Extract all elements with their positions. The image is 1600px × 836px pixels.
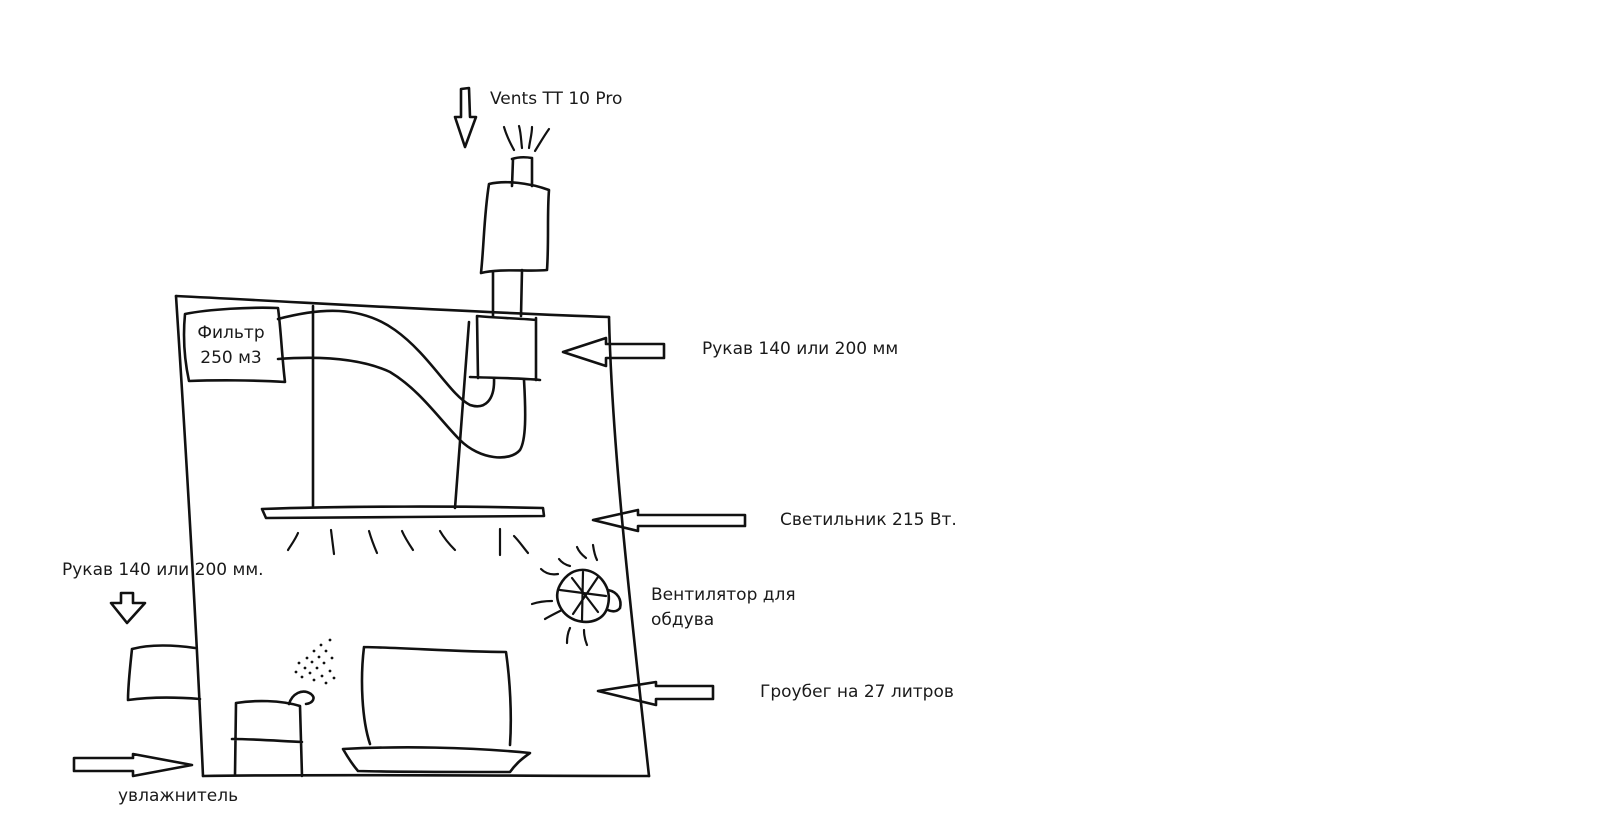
- left-arrow-icon: [596, 680, 715, 707]
- grow-bag: [341, 645, 532, 774]
- growbag-label: Гроубег на 27 литров: [760, 682, 954, 702]
- duct-intake-label: Рукав 140 или 200 мм.: [62, 560, 264, 580]
- filter-label-line2: 250 м3: [200, 348, 262, 368]
- exhaust-fan-label: Vents TT 10 Pro: [490, 89, 623, 109]
- light-rays-icon: [286, 527, 530, 557]
- down-arrow-icon: [453, 86, 478, 149]
- grow-lamp: [260, 505, 546, 520]
- carbon-filter: [182, 306, 287, 384]
- fan-label-line2: обдува: [651, 610, 715, 630]
- tent-frame: [174, 294, 651, 778]
- air-flow-icon: [502, 124, 551, 153]
- down-arrow-icon: [109, 591, 147, 625]
- humidifier: [230, 690, 315, 778]
- humidifier-label: увлажнитель: [118, 786, 239, 806]
- intake-duct: [126, 644, 202, 702]
- left-arrow-icon: [561, 336, 666, 368]
- lamp-label: Светильник 215 Вт.: [780, 510, 957, 530]
- mist-icon: [294, 638, 336, 685]
- filter-duct: [276, 309, 542, 459]
- fan-icon: [530, 543, 622, 647]
- filter-label-line1: Фильтр: [197, 323, 265, 343]
- exhaust-fan-unit: [479, 156, 551, 318]
- fan-label-line1: Вентилятор для: [651, 585, 796, 605]
- left-arrow-icon: [591, 508, 747, 533]
- right-arrow-icon: [72, 752, 194, 778]
- lamp-hangers: [311, 304, 471, 510]
- duct-top-label: Рукав 140 или 200 мм: [702, 339, 899, 359]
